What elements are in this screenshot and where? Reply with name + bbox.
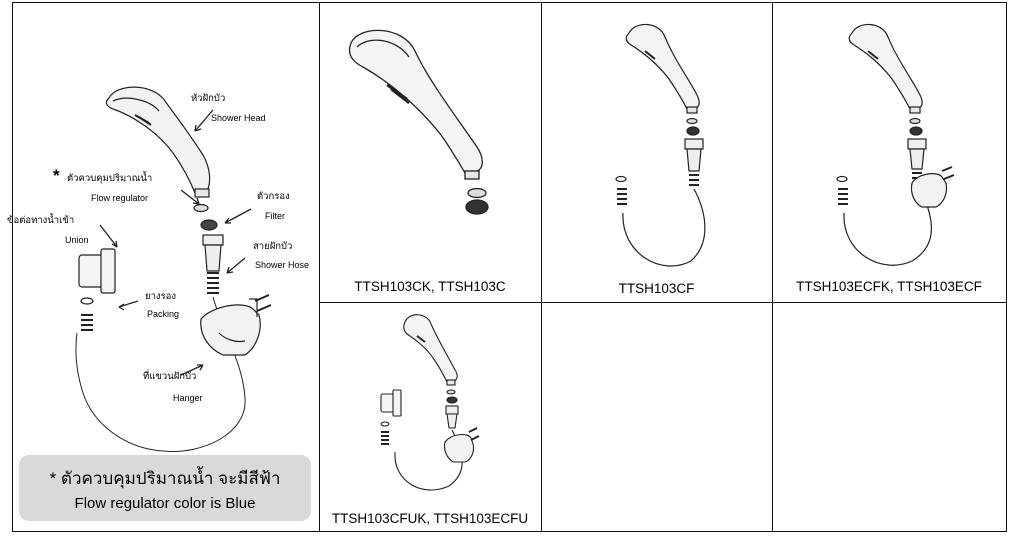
union-label-th: ข้อต่อทางน้ำเข้า <box>7 215 75 226</box>
shower-hose-label-en: Shower Hose <box>255 260 310 270</box>
exploded-view-drawing <box>75 86 272 452</box>
model-caption: TTSH103CFUK, TTSH103ECFU <box>331 511 529 526</box>
empty-cell <box>772 302 1006 531</box>
shower-head-illustration <box>348 29 489 215</box>
full-shower-kit-illustration <box>380 314 480 491</box>
packing-label-th: ยางรอง <box>145 291 176 302</box>
note-text-en: Flow regulator color is Blue <box>74 495 256 512</box>
product-grid: หัวฝักบัว Shower Head * ตัวควบคุมปริมาณน… <box>7 2 1007 532</box>
flow-regulator-color-note: * ตัวควบคุมปริมาณน้ำ จะมีสีฟ้า Flow regu… <box>19 455 311 521</box>
model-caption: TTSH103CK, TTSH103C <box>354 279 506 294</box>
shower-set-with-hanger-illustration <box>836 23 955 266</box>
model-cell-1: TTSH103CK, TTSH103C <box>319 3 541 302</box>
grid-divider <box>319 3 320 531</box>
model-caption: TTSH103ECFK, TTSH103ECF <box>796 279 982 294</box>
shower-head-label-th: หัวฝักบัว <box>191 93 226 104</box>
union-label-en: Union <box>65 235 89 245</box>
packing-label-en: Packing <box>147 309 180 319</box>
note-text-th: * ตัวควบคุมปริมาณน้ำ จะมีสีฟ้า <box>49 469 281 488</box>
shower-hose-label-th: สายฝักบัว <box>253 241 293 252</box>
filter-label-en: Filter <box>265 211 285 221</box>
model-caption: TTSH103CF <box>618 281 695 296</box>
asterisk-mark: * <box>53 166 60 185</box>
model-cell-4: TTSH103CFUK, TTSH103ECFU <box>319 302 541 531</box>
empty-cell <box>541 302 772 531</box>
grid-divider <box>772 3 773 531</box>
flow-regulator-label-th: ตัวควบคุมปริมาณน้ำ <box>67 173 153 184</box>
hanger-label-th: ที่แขวนฝักบัว <box>143 371 197 382</box>
grid-divider <box>541 3 542 531</box>
grid-divider <box>319 302 1006 303</box>
filter-label-th: ตัวกรอง <box>257 191 290 202</box>
flow-regulator-label-en: Flow regulator <box>91 193 149 203</box>
shower-head-label-en: Shower Head <box>211 113 266 123</box>
model-cell-2: TTSH103CF <box>541 3 772 302</box>
model-cell-3: TTSH103ECFK, TTSH103ECF <box>772 3 1006 302</box>
parts-diagram: หัวฝักบัว Shower Head * ตัวควบคุมปริมาณน… <box>7 3 319 531</box>
shower-set-illustration <box>615 23 706 267</box>
hanger-label-en: Hanger <box>173 393 203 403</box>
